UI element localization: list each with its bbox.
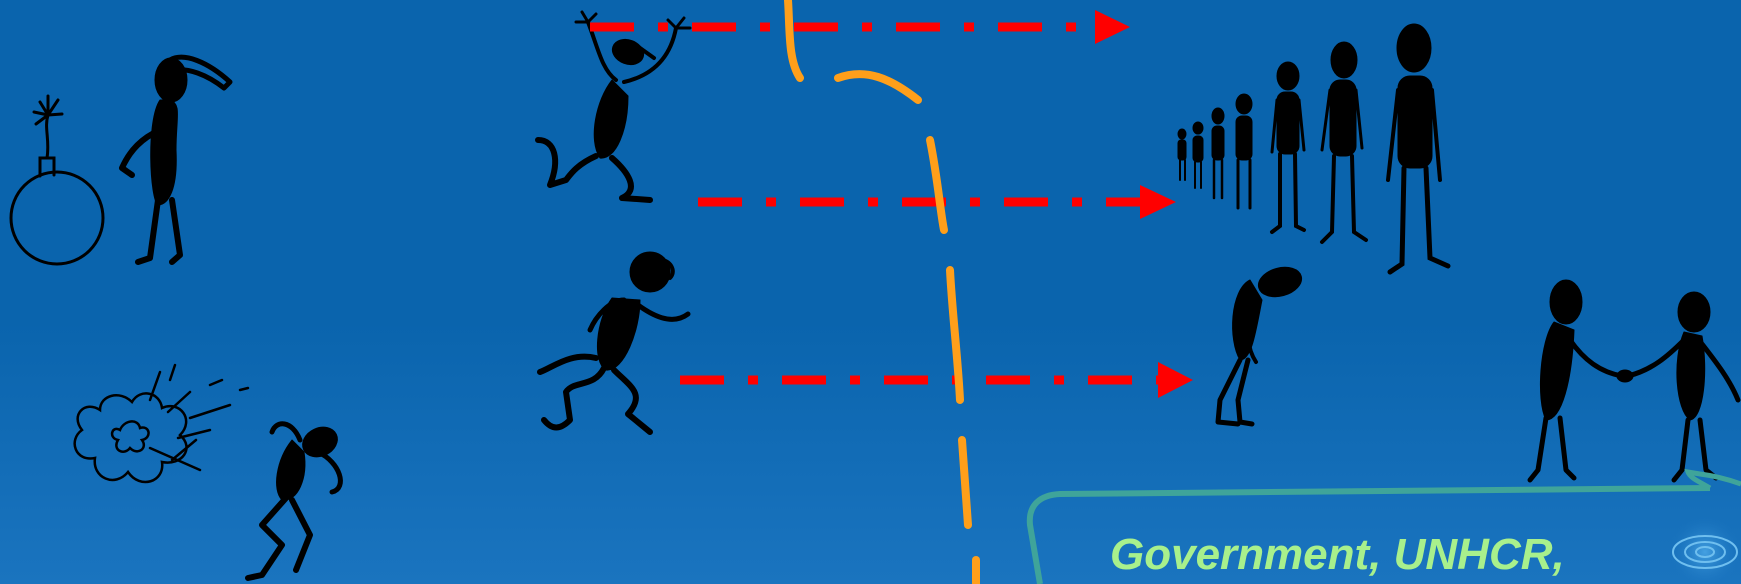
flow-arrow-top (590, 10, 1130, 44)
border-line (788, 0, 976, 584)
fleeing-person-running-figure (540, 252, 688, 432)
worried-person-figure (122, 57, 230, 262)
fleeing-person-arms-up-figure (538, 12, 690, 200)
ripple-icon (1669, 516, 1741, 584)
dejected-person-figure (1218, 263, 1305, 424)
bomb-icon (11, 96, 103, 264)
callout-caption: Government, UNHCR, (1110, 530, 1565, 580)
flow-arrow-bottom (680, 362, 1193, 398)
explosion-icon (75, 365, 248, 482)
handshake-figures (1530, 280, 1738, 480)
queue-of-people-figures (1178, 24, 1448, 272)
scared-person-figure (248, 422, 342, 578)
